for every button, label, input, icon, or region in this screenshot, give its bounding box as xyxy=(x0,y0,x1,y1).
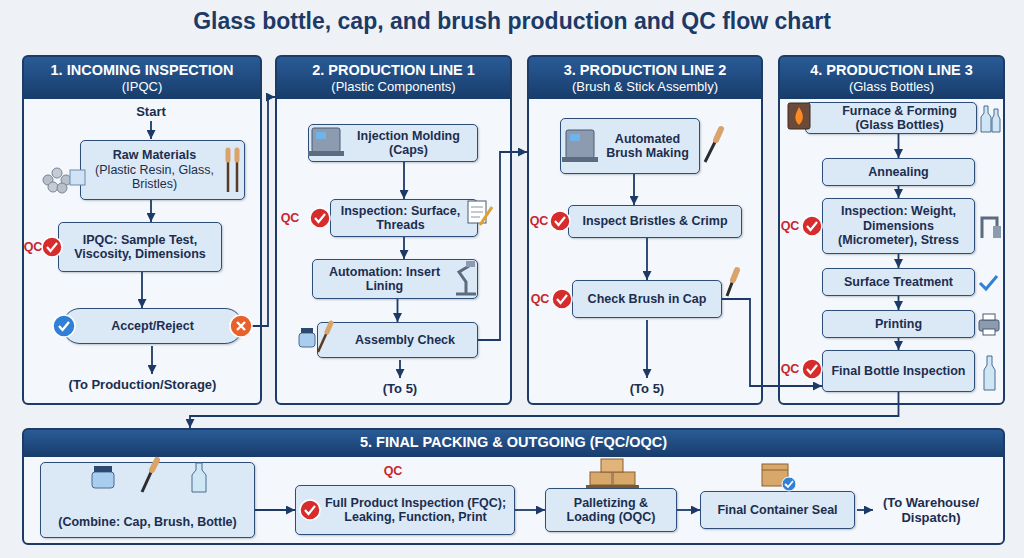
qc-tag: QC xyxy=(22,240,44,255)
process-box: Furnace & Forming (Glass Bottles) xyxy=(805,102,977,134)
process-box: Final Bottle Inspection xyxy=(822,350,975,392)
qc-tag: QC xyxy=(529,292,551,307)
qc-tag: QC xyxy=(528,214,550,229)
section-subheading: (Glass Bottles) xyxy=(780,79,1003,94)
box-note: (Plastic Resin, Glass, Bristles) xyxy=(89,163,220,192)
section-panel: 4. PRODUCTION LINE 3(Glass Bottles) Furna… xyxy=(778,55,1005,405)
process-box: Assembly Check xyxy=(317,322,478,358)
chart-title: Glass bottle, cap, and brush production … xyxy=(0,8,1024,35)
box-label: Check Brush in Cap xyxy=(578,292,716,307)
section-heading: 3. PRODUCTION LINE 2 xyxy=(529,62,761,79)
section-heading: 1. INCOMING INSPECTION xyxy=(24,62,260,79)
section-heading: 2. PRODUCTION LINE 1 xyxy=(277,62,510,79)
qc-tag: QC xyxy=(779,362,801,377)
box-label: Full Product Inspection (FQC); Leaking, … xyxy=(322,496,509,525)
section-panel: 3. PRODUCTION LINE 2(Brush & Stick Assem… xyxy=(527,55,763,405)
box-label: Raw Materials xyxy=(89,148,220,163)
process-box: Inspection: Weight, Dimensions (Micromet… xyxy=(822,198,975,254)
section-subheading: (IPQC) xyxy=(24,79,260,94)
process-box: Surface Treatment xyxy=(822,268,975,296)
process-box: (Combine: Cap, Brush, Bottle) xyxy=(40,462,255,538)
box-label: Inspection: Weight, Dimensions (Micromet… xyxy=(828,204,969,248)
section-subheading: (Plastic Components) xyxy=(277,79,510,94)
box-label: Assembly Check xyxy=(338,333,472,348)
box-label: Palletizing & Loading (OQC) xyxy=(551,496,671,525)
process-box: Palletizing & Loading (OQC) xyxy=(545,488,677,532)
process-box: Accept/Reject xyxy=(62,308,243,344)
flow-note: (To 5) xyxy=(617,381,677,396)
section-panel: 2. PRODUCTION LINE 1(Plastic Components)… xyxy=(275,55,512,405)
box-label: Final Container Seal xyxy=(706,503,849,518)
flow-note: (To Production/Storage) xyxy=(30,377,255,392)
section-heading: 4. PRODUCTION LINE 3 xyxy=(780,62,1003,79)
box-label: Furnace & Forming (Glass Bottles) xyxy=(828,104,971,133)
flow-note: Start xyxy=(120,104,182,119)
box-label: Inspect Bristles & Crimp xyxy=(574,214,736,229)
qc-tag: QC xyxy=(380,464,406,479)
process-box: Annealing xyxy=(822,158,975,186)
box-label: Automation: Insert Lining xyxy=(318,265,451,294)
process-box: Printing xyxy=(822,310,975,338)
box-label: Annealing xyxy=(828,165,969,180)
process-box: Full Product Inspection (FQC); Leaking, … xyxy=(295,485,515,535)
box-label: Inspection: Surface, Threads xyxy=(336,204,465,233)
box-label: Accept/Reject xyxy=(68,319,237,334)
qc-tag: QC xyxy=(279,211,301,226)
flow-note: (To 5) xyxy=(370,381,430,396)
process-box: Final Container Seal xyxy=(700,491,855,529)
box-label: Injection Molding (Caps) xyxy=(345,129,472,158)
flow-note: (To Warehouse/ Dispatch) xyxy=(875,495,987,525)
section-subheading: (Brush & Stick Assembly) xyxy=(529,79,761,94)
process-box: Raw Materials(Plastic Resin, Glass, Bris… xyxy=(80,140,245,200)
process-box: Automated Brush Making xyxy=(560,118,700,174)
box-label: (Combine: Cap, Brush, Bottle) xyxy=(46,515,249,530)
process-box: Injection Molding (Caps) xyxy=(308,124,478,162)
process-box: IPQC: Sample Test, Viscosity, Dimensions xyxy=(58,222,222,272)
process-box: Inspection: Surface, Threads xyxy=(330,199,478,237)
process-box: Check Brush in Cap xyxy=(572,280,722,318)
box-label: Printing xyxy=(828,317,969,332)
box-label: Surface Treatment xyxy=(828,275,969,290)
process-box: Automation: Insert Lining xyxy=(312,259,478,299)
process-box: Inspect Bristles & Crimp xyxy=(568,205,742,238)
qc-tag: QC xyxy=(779,219,801,234)
box-label: Automated Brush Making xyxy=(601,132,694,161)
section-heading: 5. FINAL PACKING & OUTGOING (FQC/OQC) xyxy=(24,434,1003,451)
section-panel: 5. FINAL PACKING & OUTGOING (FQC/OQC) (Co… xyxy=(22,428,1005,545)
box-label: IPQC: Sample Test, Viscosity, Dimensions xyxy=(64,233,216,262)
box-label: Final Bottle Inspection xyxy=(828,364,969,379)
